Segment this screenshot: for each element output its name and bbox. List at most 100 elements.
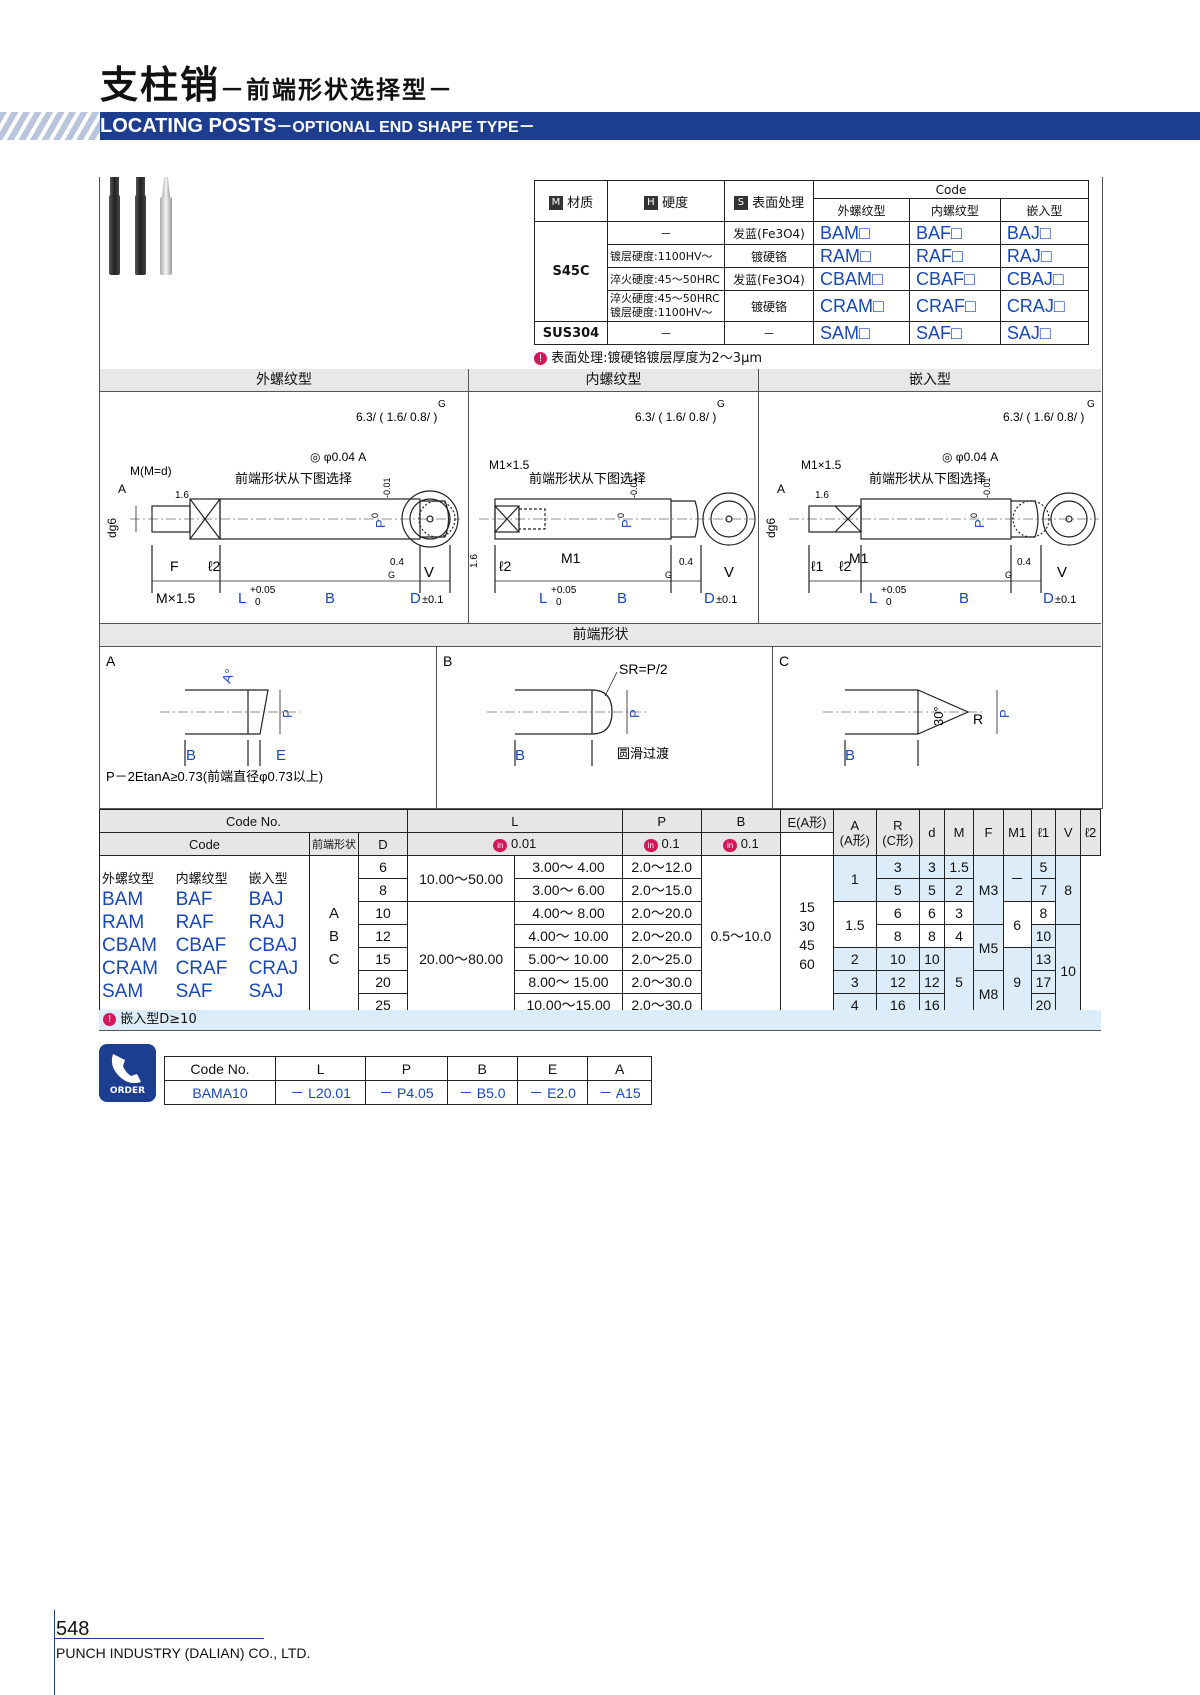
code-item: RAJ xyxy=(248,912,285,933)
f-cell: 4 xyxy=(943,924,975,948)
surface-cell: 镀硬铬 xyxy=(724,290,814,322)
company-name: PUNCH INDUSTRY (DALIAN) CO., LTD. xyxy=(56,1645,311,1661)
product-frame xyxy=(99,177,1103,809)
svg-text:1.6: 1.6 xyxy=(815,490,829,501)
d-small-cell: 10 xyxy=(875,947,921,971)
order-label: ORDER xyxy=(109,1086,146,1096)
d-small-cell: 8 xyxy=(875,924,921,948)
english-subtitle: －OPTIONAL END SHAPE TYPE－ xyxy=(276,119,535,136)
svg-text:B: B xyxy=(325,590,335,607)
svg-text:◎ φ0.04 A: ◎ φ0.04 A xyxy=(942,450,998,464)
hardness-badge: H xyxy=(643,196,658,210)
code-cell: CBAJ□ xyxy=(999,267,1090,291)
code-item: BAJ xyxy=(248,889,284,910)
material-badge: M xyxy=(548,196,563,210)
svg-text:+0.05: +0.05 xyxy=(551,585,577,596)
svg-text:M1: M1 xyxy=(561,550,581,566)
v-cell: 8 xyxy=(1030,901,1057,925)
order-value: － E2.0 xyxy=(516,1080,589,1105)
b-cell: 2.0～30.0 xyxy=(621,970,702,994)
svg-text:0.4: 0.4 xyxy=(390,557,404,568)
l1-header: ℓ1 xyxy=(1030,809,1057,856)
p-cell: 8.00～ 15.00 xyxy=(514,970,623,994)
surface-cell: 发蓝(Fe3O4) xyxy=(724,221,814,245)
page-subtitle: －前端形状选择型－ xyxy=(220,76,455,104)
svg-text:M1×1.5: M1×1.5 xyxy=(489,458,530,472)
svg-text:B: B xyxy=(443,653,452,669)
code-cell: CRAF□ xyxy=(909,290,1001,322)
order-header: E xyxy=(516,1056,589,1081)
d-cell: 8 xyxy=(358,878,408,902)
code-item: SAJ xyxy=(248,981,284,1002)
l2-cell: 10 xyxy=(1055,924,1082,1017)
codeno-header: Code No. xyxy=(99,809,408,833)
v-cell: 7 xyxy=(1030,878,1057,902)
b-header: B xyxy=(700,809,782,833)
inch-icon: in xyxy=(493,838,508,852)
svg-text:圆滑过渡: 圆滑过渡 xyxy=(617,746,669,761)
svg-text:A: A xyxy=(777,482,785,496)
code-header: Code xyxy=(99,832,310,856)
f-cell: 5 xyxy=(943,947,975,1017)
v-cell: 17 xyxy=(1030,970,1057,994)
svg-text:C: C xyxy=(779,653,789,669)
order-icon: ORDER xyxy=(99,1044,156,1102)
svg-text:P: P xyxy=(997,709,1012,718)
tip-header: 前端形状 xyxy=(309,832,359,856)
m-cell: 5 xyxy=(919,878,945,902)
code-cell: BAJ□ xyxy=(999,221,1090,245)
l-header: L xyxy=(407,809,623,833)
english-title: LOCATING POSTS－OPTIONAL END SHAPE TYPE－ xyxy=(100,115,535,137)
m-cell: 10 xyxy=(919,947,945,971)
surface-badge: S xyxy=(733,196,748,210)
footer-line xyxy=(54,1610,55,1695)
code-item: BAM xyxy=(102,889,144,910)
tip-c-drawing: C 30° R P B xyxy=(779,653,1012,766)
svg-text:M×1.5: M×1.5 xyxy=(156,590,196,606)
surface-cell: － xyxy=(724,321,814,345)
hardness-cell: － xyxy=(607,221,725,245)
svg-text:0: 0 xyxy=(616,513,626,518)
code-ext-header: 外螺纹型 xyxy=(812,198,911,222)
svg-text:0: 0 xyxy=(556,597,562,608)
b-cell: 2.0～15.0 xyxy=(621,878,702,902)
dimension-table: Code No. L P B E(A形) A(A形) R(C形) d M F M… xyxy=(99,809,1101,1017)
svg-text:B: B xyxy=(186,747,196,764)
svg-text:D: D xyxy=(410,590,421,607)
product-photo xyxy=(109,177,172,275)
p-unit: in 0.01 xyxy=(407,832,623,856)
table-note: ! 嵌入型D≥10 xyxy=(99,1010,1101,1031)
code-cell: CBAF□ xyxy=(909,267,1001,291)
svg-text:SR=P/2: SR=P/2 xyxy=(619,661,668,677)
inch-icon: in xyxy=(643,838,658,852)
code-header: Code xyxy=(813,180,1089,199)
f-cell: 1.5 xyxy=(943,855,975,879)
l1-cell: 9 xyxy=(1002,947,1032,1017)
ext-type-header: 外螺纹型 xyxy=(100,369,469,392)
svg-text:前端形状从下图选择: 前端形状从下图选择 xyxy=(529,471,646,486)
hardness-header: H 硬度 xyxy=(607,180,725,222)
svg-text:6.3/ ( 1.6/ 0.8/ ): 6.3/ ( 1.6/ 0.8/ ) xyxy=(635,410,716,424)
code-cell: CBAM□ xyxy=(812,267,911,291)
svg-text:M1×1.5: M1×1.5 xyxy=(801,458,842,472)
m1-cell: M3 xyxy=(973,855,1004,925)
hardness-cell: 镀层硬度:1100HV～ xyxy=(607,244,725,268)
svg-text:M1: M1 xyxy=(849,550,869,566)
m-cell: 8 xyxy=(919,924,945,948)
svg-text:G: G xyxy=(665,570,672,580)
code-cell: CRAJ□ xyxy=(999,290,1090,322)
code-cell: BAF□ xyxy=(909,221,1001,245)
code-cell: SAF□ xyxy=(909,321,1001,345)
svg-text:L: L xyxy=(539,590,547,607)
code-press-header: 嵌入型 xyxy=(999,198,1090,222)
svg-text:0.4: 0.4 xyxy=(679,557,693,568)
tip-b-drawing: B SR=P/2 P B 圆滑过渡 xyxy=(443,653,669,766)
b-cell: 2.0～20.0 xyxy=(621,901,702,925)
note-icon: ! xyxy=(534,352,547,365)
svg-text:±0.1: ±0.1 xyxy=(422,594,443,606)
p-cell: 5.00～ 10.00 xyxy=(514,947,623,971)
code-item: CRAJ xyxy=(248,958,299,979)
svg-text:P: P xyxy=(619,519,634,528)
d-header: D xyxy=(358,832,408,856)
code-item: CBAJ xyxy=(248,935,298,956)
